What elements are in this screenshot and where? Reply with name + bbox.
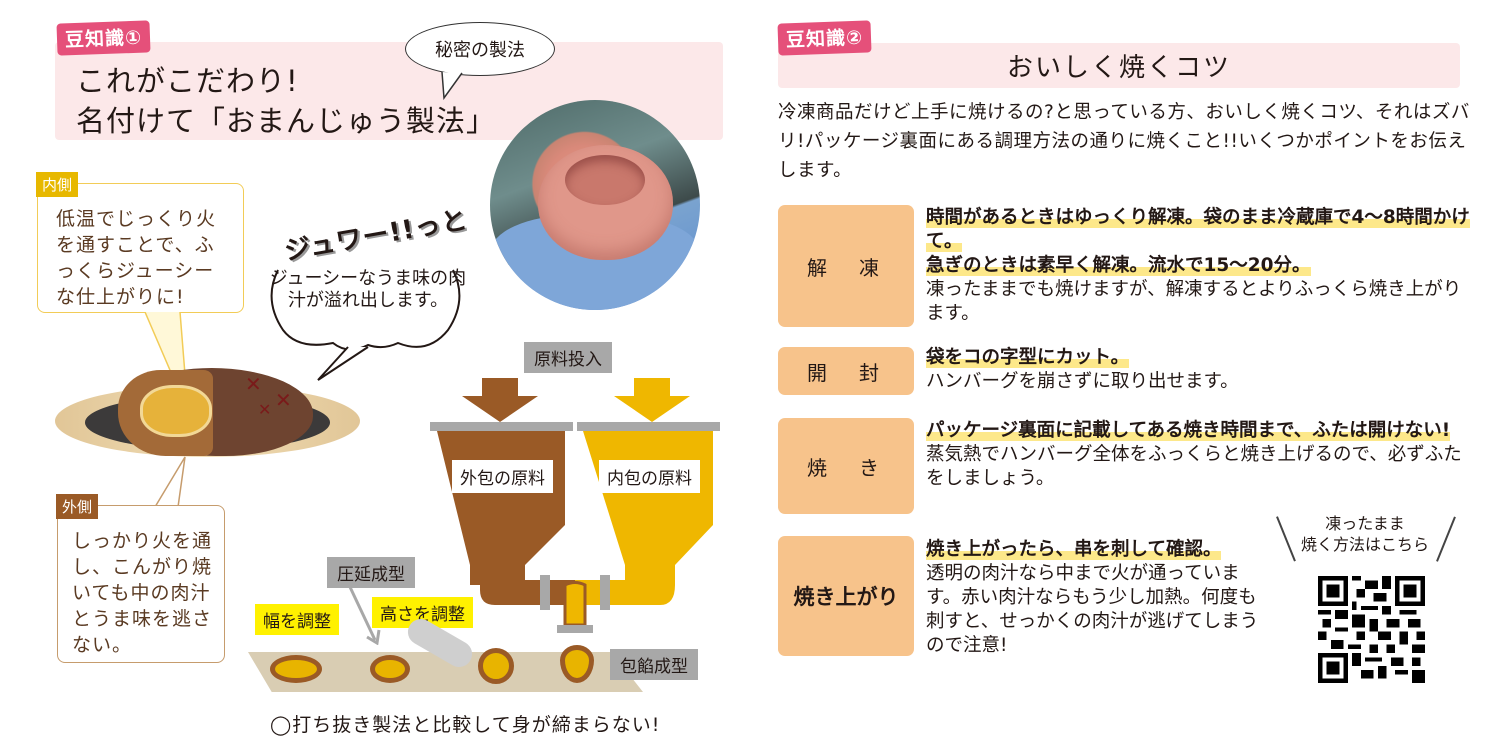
patty-disc [370,655,410,683]
tip-done-body: 透明の肉汁なら中まで火が通っています。赤い肉汁ならもう少し加熱。何度も刺すと、せ… [926,563,1259,656]
tip-text-thaw: 時間があるときはゆっくり解凍。袋のまま冷蔵庫で4〜8時間かけて。 急ぎのときは素… [926,206,1471,326]
tip-text-done: 焼き上がったら、串を刺して確認。 透明の肉汁なら中まで火が通っています。赤い肉汁… [926,538,1264,658]
input-label: 原料投入 [524,342,612,373]
tip-done-highlight: 焼き上がったら、串を刺して確認。 [926,539,1222,560]
width-adjust-label: 幅を調整 [255,604,339,635]
raw-patty-photo [490,100,700,310]
secret-method-text: 秘密の製法 [435,40,525,61]
tip-text-grill: パッケージ裏面に記載してある焼き時間まで、ふたは開けない! 蒸気熱でハンバーグ全… [926,419,1471,491]
tip-text-open: 袋をコの字型にカット。 ハンバーグを崩さずに取り出せます。 [926,346,1471,394]
patty-drop [560,645,594,683]
patty-disc [270,655,322,683]
outer-callout-text: しっかり火を通し、こんがり焼いても中の肉汁とうま味を逃さない。 [72,530,213,656]
tip-thaw-body: 凍ったままでも焼けますが、解凍するとよりふっくら焼き上がります。 [926,279,1462,324]
qr-caption-line1: 凍ったまま [1325,514,1405,533]
right-title: おいしく焼くコツ [1006,53,1231,83]
cloud-text: ジューシーなうま味の肉汁が溢れ出します。 [269,268,467,311]
inner-callout: 内側 低温でじっくり火を通すことで、ふっくらジューシーな仕上がりに! [36,172,244,313]
tip-open-highlight: 袋をコの字型にカット。 [926,347,1130,368]
grill-mark-icon: ✕ [258,400,272,419]
down-arrow-inner-icon [614,378,690,422]
qr-caption: 凍ったまま 焼く方法はこちら [1290,513,1440,555]
tip-label-open: 開 封 [778,347,914,395]
trivia-badge-1: 豆知識① [56,20,151,56]
left-title-line2: 名付けて「おまんじゅう製法」 [76,104,497,138]
tip-thaw-highlight2: 急ぎのときは素早く解凍。流水で15〜20分。 [926,255,1311,276]
grill-mark-icon: ✕ [275,388,292,412]
tip-grill-highlight: パッケージ裏面に記載してある焼き時間まで、ふたは開けない! [926,420,1451,441]
secret-method-bubble: 秘密の製法 [405,22,555,76]
qr-caption-line2: 焼く方法はこちら [1300,535,1429,554]
footnote: ◯打ち抜き製法と比較して身が締まらない! [270,714,661,736]
left-title-line1: これがこだわり! [76,64,299,98]
cloud-bubble-icon [270,269,461,381]
tip-label-thaw: 解 凍 [778,205,914,327]
tip-open-body: ハンバーグを崩さずに取り出せます。 [926,371,1239,392]
inner-tag: 内側 [36,172,79,197]
grill-mark-icon: ✕ [245,372,262,396]
tip-label-done: 焼き上がり [778,536,914,656]
patty-ball [478,648,514,684]
inner-callout-text: 低温でじっくり火を通すことで、ふっくらジューシーな仕上がりに! [56,208,217,308]
rolling-label: 圧延成型 [327,557,415,588]
encrust-label: 包餡成型 [610,649,698,680]
patty-hollow [565,155,645,205]
outer-pointer-icon [154,456,186,508]
hopper-inner-label: 内包の原料 [599,460,700,493]
tip-thaw-highlight: 時間があるときはゆっくり解凍。袋のまま冷蔵庫で4〜8時間かけて。 [926,207,1470,252]
rolling-pointer-icon [348,586,381,645]
down-arrow-outer-icon [462,378,538,422]
qr-code-icon[interactable] [1318,576,1425,683]
outer-tag: 外側 [56,494,99,519]
hopper-outer-label: 外包の原料 [452,460,553,493]
tip-grill-body: 蒸気熱でハンバーグ全体をふっくらと焼き上げるので、必ずふたをしましょう。 [926,444,1462,489]
hamburg-core-shape [140,385,212,437]
tip-label-grill: 焼 き [778,418,914,514]
trivia-badge-2: 豆知識② [777,20,872,56]
right-header-bar [778,43,1460,88]
intro-text: 冷凍商品だけど上手に焼けるの?と思っている方、おいしく焼くコツ、それはズバリ!パ… [778,102,1470,181]
speech-tail-icon [441,71,463,100]
outer-callout: 外側 しっかり火を通し、こんがり焼いても中の肉汁とうま味を逃さない。 [56,494,225,663]
